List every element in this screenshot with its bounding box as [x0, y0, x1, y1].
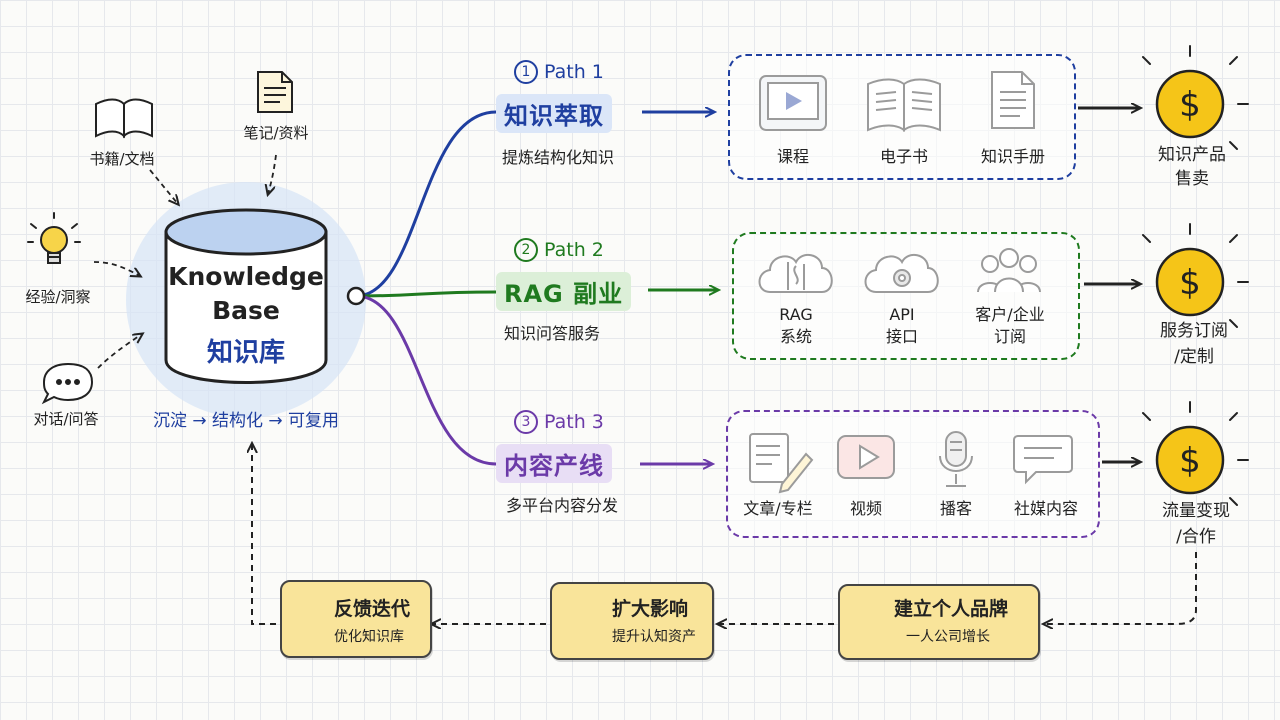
path3-outcome-line1: 流量变现 [1162, 501, 1230, 521]
source-label-insight: 经验/洞察 [25, 288, 91, 306]
iterate-subtitle: 优化知识库 [334, 629, 404, 645]
path3-item-podcast: 播客 [939, 499, 973, 518]
path1-output-box [728, 54, 1076, 180]
lightbulb-icon [27, 212, 81, 264]
brand-title: 建立个人品牌 [894, 598, 1009, 620]
path1-title-pill: 知识萃取 [496, 94, 612, 133]
path1-item-manual: 知识手册 [980, 147, 1046, 166]
path1-outcome-line2: 售卖 [1175, 169, 1209, 189]
arrow-coin-to-brand [1044, 552, 1197, 624]
path3-item-video: 视频 [849, 499, 883, 518]
path3-item-article: 文章/专栏 [743, 499, 813, 518]
path1-item-course: 课程 [776, 147, 810, 166]
arrow-insight-to-kb [93, 261, 140, 276]
influence-subtitle: 提升认知资产 [612, 629, 696, 645]
arrow-chat-to-kb [97, 334, 142, 369]
path1-label: 1 Path 1 [514, 60, 604, 84]
path3-item-social: 社媒内容 [1013, 499, 1079, 518]
path1-label-text: Path 1 [544, 61, 604, 83]
path2-item-api: API 接口 [885, 305, 919, 346]
arrow-feedback-to-kb [252, 444, 276, 625]
open-book-icon [95, 98, 153, 139]
path3-label: 3 Path 3 [514, 410, 604, 434]
kb-title-cn: 知识库 [206, 338, 286, 368]
note-document-icon [257, 71, 293, 113]
path3-subtitle: 多平台内容分发 [506, 496, 619, 515]
coin-icon-2: $ [1142, 223, 1249, 328]
path2-outcome-line1: 服务订阅 [1160, 321, 1228, 341]
feedback-box-influence [550, 582, 714, 660]
svg-text:$: $ [1179, 263, 1201, 303]
path3-label-text: Path 3 [544, 411, 604, 433]
path2-output-box [732, 232, 1080, 360]
path2-item-rag: RAG 系统 [779, 305, 813, 346]
brand-subtitle: 一人公司增长 [906, 629, 990, 645]
path3-title-pill: 内容产线 [496, 444, 612, 483]
svg-text:$: $ [1179, 85, 1201, 125]
path2-label: 2 Path 2 [514, 238, 604, 262]
path1-outcome-line1: 知识产品 [1158, 145, 1226, 165]
path1-item-ebook: 电子书 [879, 147, 929, 166]
branch-path-3 [355, 294, 497, 466]
source-label-notes: 笔记/资料 [243, 124, 309, 142]
source-label-chat: 对话/问答 [33, 410, 99, 428]
coin-icon-1: $ [1142, 45, 1249, 150]
kb-title-line2: Base [212, 296, 280, 325]
branch-path-1 [355, 110, 497, 298]
kb-caption: 沉淀 → 结构化 → 可复用 [152, 411, 340, 431]
path2-title-pill: RAG 副业 [496, 272, 632, 311]
arrow-notes-to-kb [268, 154, 277, 194]
coin-icon-3: $ [1142, 401, 1249, 506]
path1-number: 1 [514, 60, 538, 84]
path2-outcome-line2: /定制 [1174, 347, 1214, 367]
branch-node [346, 286, 366, 306]
svg-text:$: $ [1179, 441, 1201, 481]
path2-item-subscribe: 客户/企业 订阅 [975, 305, 1045, 346]
path3-output-box [726, 410, 1100, 538]
path3-number: 3 [514, 410, 538, 434]
branch-path-2 [355, 290, 497, 298]
chat-bubble-icon [41, 362, 94, 405]
path2-subtitle: 知识问答服务 [504, 324, 601, 343]
feedback-box-iterate [280, 580, 432, 658]
kb-title-line1: Knowledge [168, 262, 324, 291]
feedback-box-brand [838, 584, 1040, 660]
path2-number: 2 [514, 238, 538, 262]
arrow-books-to-kb [149, 169, 178, 204]
path3-outcome-line2: /合作 [1176, 527, 1216, 547]
source-label-books: 书籍/文档 [89, 150, 155, 168]
influence-title: 扩大影响 [612, 598, 689, 620]
iterate-title: 反馈迭代 [334, 598, 411, 620]
path1-subtitle: 提炼结构化知识 [502, 148, 615, 167]
knowledge-base-cylinder [164, 208, 328, 384]
path2-label-text: Path 2 [544, 239, 604, 261]
